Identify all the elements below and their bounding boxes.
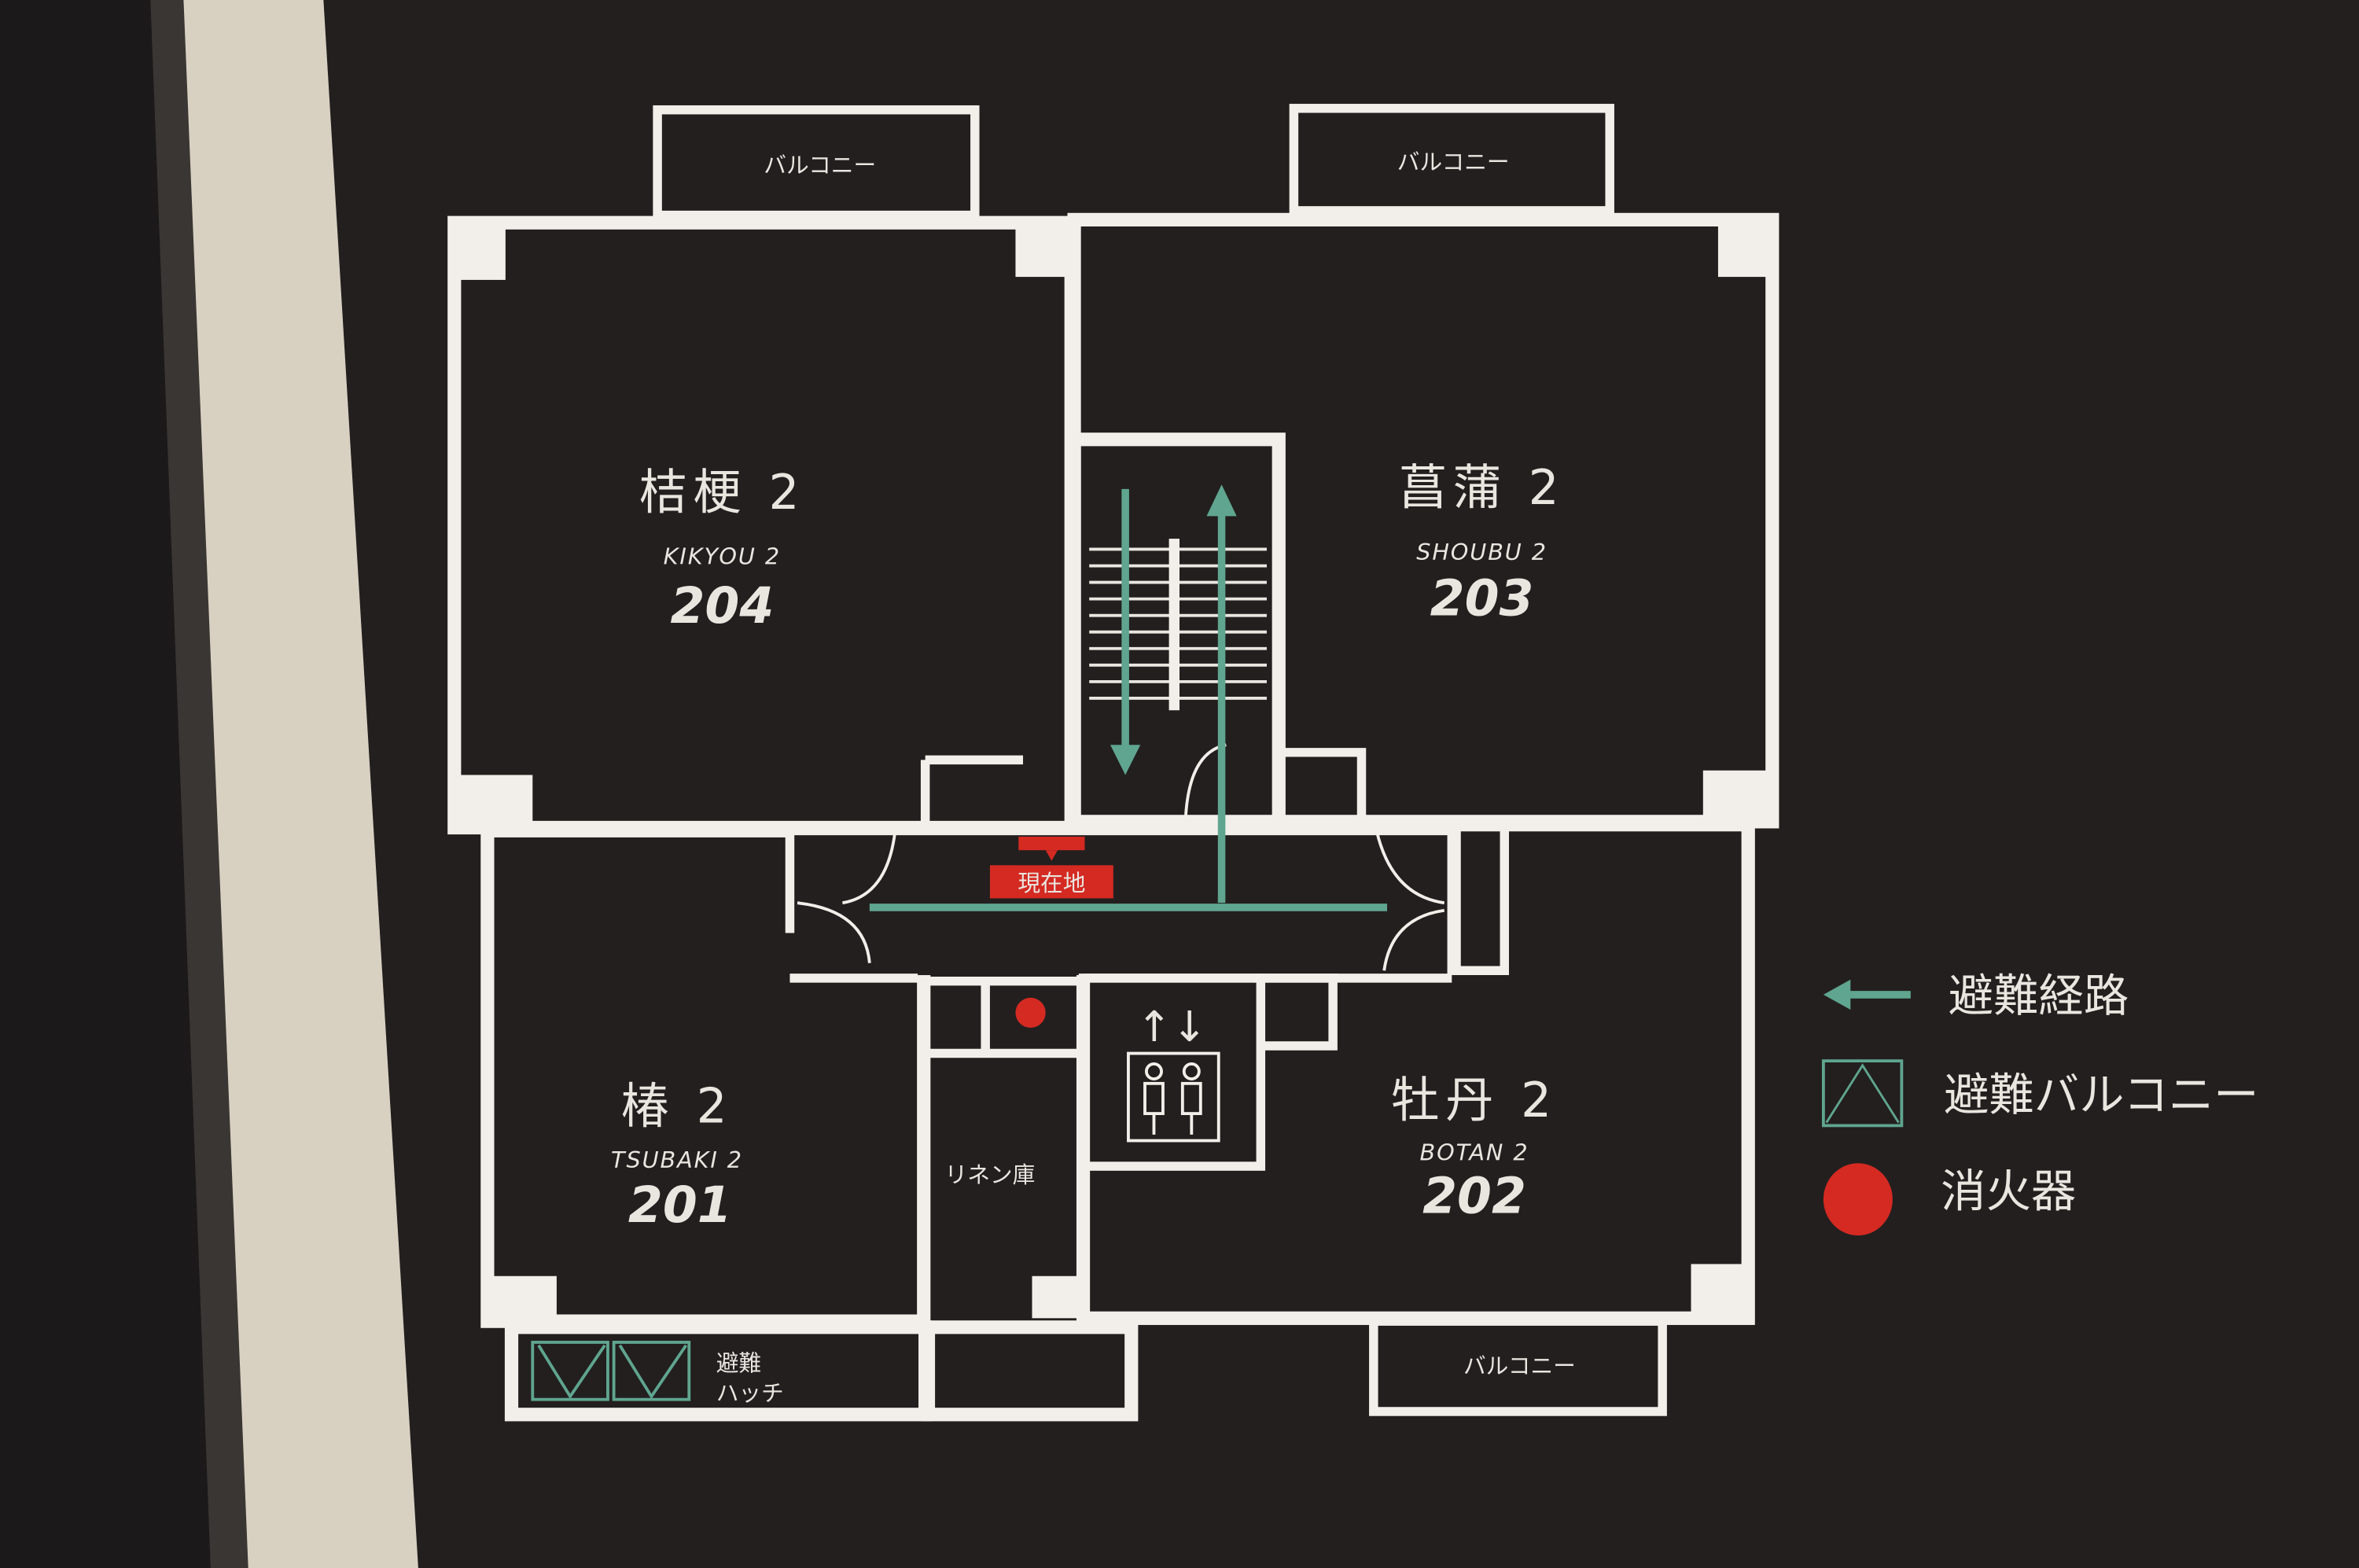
frame-edge <box>150 0 248 1568</box>
service-walls <box>920 976 1084 1058</box>
hatch-label-line-1: 避難 <box>716 1349 761 1376</box>
elevator-arrows-icon: ↑↓ <box>1137 1002 1208 1051</box>
evacuation-route <box>869 484 1388 911</box>
hatch-icon <box>612 1341 691 1401</box>
room-roman-name: TSUBAKI 2 <box>611 1147 743 1173</box>
room-name: 菖蒲 2 <box>1399 460 1565 516</box>
room-roman-name: KIKYOU 2 <box>664 543 781 570</box>
hatch-icon <box>531 1341 609 1401</box>
fire-extinguisher-icon <box>1015 997 1046 1029</box>
beige-wall-strip <box>183 0 418 1568</box>
legend-evac-balcony-icon <box>1821 1059 1904 1128</box>
elevator: ↑↓ <box>1078 974 1338 1171</box>
stairwell <box>1067 432 1286 835</box>
evacuation-hatch-area: 避難 ハッチ <box>504 1320 1139 1422</box>
balcony-top-left: バルコニー <box>653 105 980 220</box>
room-number: 204 <box>670 576 774 635</box>
room-number: 203 <box>1430 569 1534 628</box>
linen-room: リネン庫 <box>945 1161 1077 1319</box>
balcony-label: バルコニー <box>764 152 876 179</box>
linen-room-label: リネン庫 <box>945 1161 1036 1188</box>
legend-evac-balcony-label: 避難バルコニー <box>1944 1069 2259 1121</box>
hatch-label-line-2: ハッチ <box>716 1380 784 1407</box>
room-name: 桔梗 2 <box>639 465 805 521</box>
balcony-label: バルコニー <box>1463 1353 1576 1379</box>
balcony-top-right: バルコニー <box>1289 104 1614 215</box>
room-number: 201 <box>628 1176 732 1234</box>
legend-extinguisher-label: 消火器 <box>1941 1165 2076 1218</box>
current-location-marker: 現在地 <box>989 836 1113 899</box>
corridor-alcoves <box>920 748 1510 976</box>
room-number: 202 <box>1422 1166 1526 1224</box>
door-swings <box>797 830 1445 971</box>
room-name: 椿 2 <box>621 1079 734 1135</box>
balcony-label: バルコニー <box>1397 149 1510 175</box>
corridor <box>789 830 1452 976</box>
room-roman-name: SHOUBU 2 <box>1416 539 1548 565</box>
room-roman-name: BOTAN 2 <box>1420 1139 1529 1165</box>
legend-route-label: 避難経路 <box>1949 970 2129 1022</box>
current-location-label: 現在地 <box>1018 870 1085 896</box>
room-name: 牡丹 2 <box>1391 1073 1557 1128</box>
legend-extinguisher-icon <box>1823 1163 1893 1236</box>
legend: 避難経路 避難バルコニー 消火器 <box>1821 970 2259 1236</box>
stair-steps <box>1089 539 1267 711</box>
elevator-icon <box>1127 1051 1220 1143</box>
